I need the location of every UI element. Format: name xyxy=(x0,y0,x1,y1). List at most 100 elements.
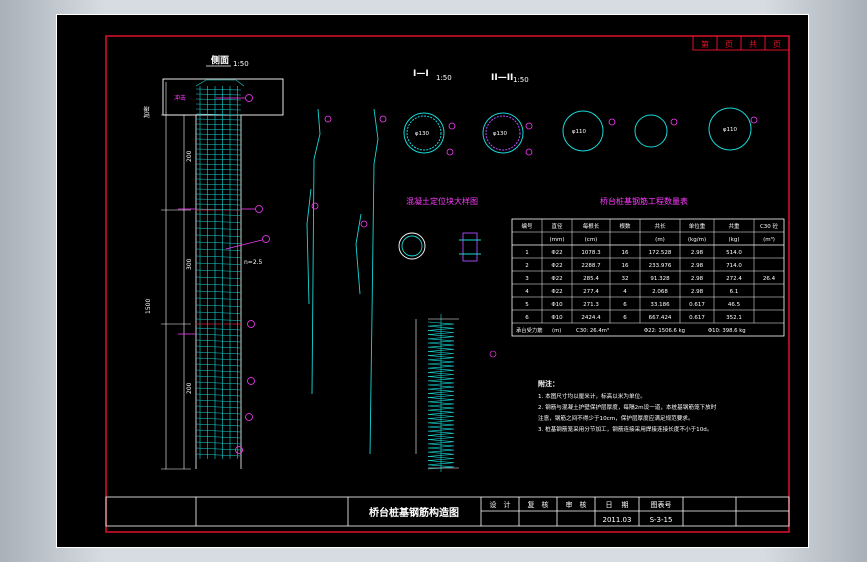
note-line-2: 2. 钢筋与混凝土护壁保护层厚度，每隔2m设一道，本桩基钢筋笼下放时 xyxy=(538,403,717,411)
elevation-dim-lines xyxy=(161,82,191,470)
table-cell: 2.98 xyxy=(691,250,704,256)
tb-label-design-1: 设 xyxy=(490,500,497,509)
table-cell: Φ22 xyxy=(551,250,562,256)
sheet-label-2: 页 xyxy=(725,40,733,49)
table-header-cell: 根数 xyxy=(619,222,631,230)
section-dim-4: φ110 xyxy=(723,127,738,133)
section-markers xyxy=(446,116,758,156)
table-footer-cell: Φ10: 398.6 kg xyxy=(708,328,746,334)
table-cell: Φ22 xyxy=(551,289,562,295)
table-cell: 1078.3 xyxy=(581,250,601,256)
table-cell: 6.1 xyxy=(730,289,739,295)
table-cell: 2.98 xyxy=(691,276,704,282)
spiral-dims xyxy=(415,318,497,469)
sheet-label-3: 共 xyxy=(749,40,757,49)
section-title-1: I—I xyxy=(413,69,429,79)
table-cell: 1 xyxy=(525,250,529,256)
table-cell: 233.976 xyxy=(649,263,672,269)
table-header-cell: 共重 xyxy=(728,222,740,230)
section-scale-2: 1:50 xyxy=(513,76,529,84)
table-cell: 16 xyxy=(622,263,629,269)
elev-label-2: 200 xyxy=(186,150,193,162)
tb-date-value: 2011.03 xyxy=(603,516,632,524)
table-cell: 352.1 xyxy=(726,315,742,321)
table-cell: 271.3 xyxy=(583,302,599,308)
bar-shape-details xyxy=(306,108,379,455)
table-cell: Φ10 xyxy=(551,302,563,308)
section-dim-2: φ130 xyxy=(493,131,508,137)
tb-label-review-2: 核 xyxy=(542,500,549,509)
elev-label-0: 冲击 xyxy=(174,94,186,102)
drawing-canvas[interactable]: 第 页 共 页 桥台桩基钢筋构造图 设 计 复 xyxy=(56,14,809,548)
table-cell: 16 xyxy=(622,250,629,256)
table-cell: 0.617 xyxy=(689,302,705,308)
spiral-bar xyxy=(427,314,455,472)
table-cell: 4 xyxy=(623,289,627,295)
tb-label-date-1: 日 xyxy=(606,501,613,509)
tb-label-review-1: 复 xyxy=(528,500,535,509)
tb-label-approve-1: 审 xyxy=(566,500,573,509)
sheet-label-1: 第 xyxy=(701,39,709,49)
elev-label-1: 加密 xyxy=(143,106,151,118)
tb-label-drawing-no: 图表号 xyxy=(651,500,672,509)
pile-cap xyxy=(162,78,284,116)
elev-label-6: n=2.5 xyxy=(244,259,263,266)
table-cell: 5 xyxy=(525,302,529,308)
table-header-cell: 单位重 xyxy=(689,222,706,230)
table-header-cell: 编号 xyxy=(521,222,533,230)
table-cell: 2.98 xyxy=(691,263,704,269)
table-header-cell: C30 砼 xyxy=(760,222,779,230)
tb-label-approve-2: 核 xyxy=(580,500,587,509)
table-cell: 272.4 xyxy=(726,276,742,282)
table-cell: 6 xyxy=(623,302,627,308)
elevation-title: 侧面 xyxy=(211,54,229,66)
table-cell: 0.617 xyxy=(689,315,705,321)
table-cell: 172.528 xyxy=(649,250,672,256)
table-header-cell: 共长 xyxy=(654,222,666,230)
elev-label-4: 200 xyxy=(186,382,193,394)
detail-title: 混凝土定位块大样图 xyxy=(406,196,478,206)
tb-label-design-2: 计 xyxy=(504,500,511,509)
bar-markers xyxy=(311,115,387,228)
sheet-label-box xyxy=(692,35,790,51)
elevation-scale: 1:50 xyxy=(233,60,249,68)
elev-label-5: 1500 xyxy=(145,299,152,314)
callout-markers xyxy=(178,94,270,454)
table-header-cell: 每根长 xyxy=(583,222,600,230)
table-cell: Φ10 xyxy=(551,315,563,321)
drawing-title: 桥台桩基钢筋构造图 xyxy=(369,506,459,519)
table-cell: 277.4 xyxy=(583,289,599,295)
section-dim-1: φ130 xyxy=(415,131,430,137)
table-cell: 2424.4 xyxy=(581,315,601,321)
table-header-cell: (m) xyxy=(655,237,665,243)
table-cell: 2288.7 xyxy=(581,263,601,269)
table-cell: Φ22 xyxy=(551,276,562,282)
table-cell: 46.5 xyxy=(728,302,741,308)
table-cell: 2.068 xyxy=(652,289,668,295)
table-cell: 667.424 xyxy=(649,315,672,321)
table-cell: 33.186 xyxy=(650,302,670,308)
table-cell: 2.98 xyxy=(691,289,704,295)
table-cell: 514.0 xyxy=(726,250,742,256)
table-footer-cell: C30: 26.4m³ xyxy=(576,327,609,334)
table-cell: Φ22 xyxy=(551,263,562,269)
table-header-cell: (kg/m) xyxy=(688,237,706,243)
note-line-4: 3. 桩基钢筋笼采用分节加工，钢筋连接采用焊接连接长度不小于10d。 xyxy=(538,425,712,433)
table-cell: 714.0 xyxy=(726,263,742,269)
drawing-svg: 第 页 共 页 桥台桩基钢筋构造图 设 计 复 xyxy=(56,14,809,548)
table-cell: 26.4 xyxy=(763,276,776,282)
table-footer-cell: (m) xyxy=(552,328,561,334)
positioning-block-detail xyxy=(398,232,481,262)
sheet-label-4: 页 xyxy=(773,40,781,49)
table-footer-cell: 承台受力筋 xyxy=(516,326,543,334)
table-cell: 91.328 xyxy=(650,276,670,282)
table-cell: 6 xyxy=(525,315,529,321)
table-cell: 3 xyxy=(525,276,529,282)
section-dim-3: φ110 xyxy=(572,129,587,135)
table-cell: 2 xyxy=(525,263,529,269)
note-line-3: 注意，钢筋之间不得少于10cm，保护层厚度应满足规范要求。 xyxy=(538,414,694,422)
section-circles xyxy=(403,107,752,154)
table-header-cell: (m³) xyxy=(763,236,775,243)
